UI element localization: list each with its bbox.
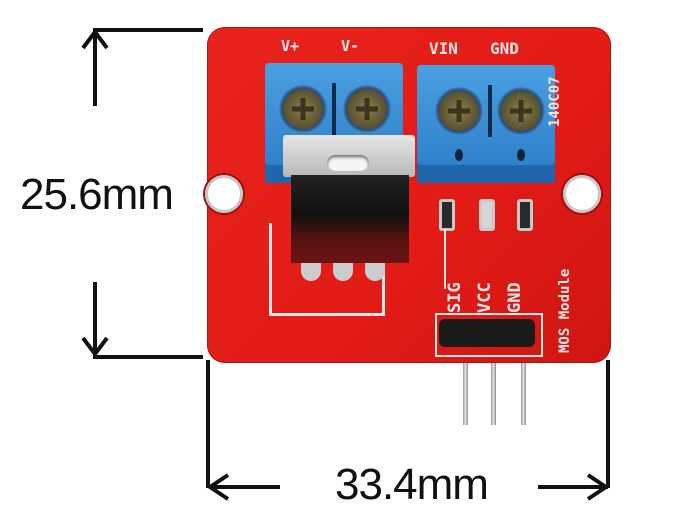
pin-label-vcc: VCC xyxy=(475,282,495,313)
batch-code: 140C07 xyxy=(547,76,563,127)
pin-vcc xyxy=(491,330,496,425)
mounting-slot xyxy=(327,155,369,171)
mounting-hole-right xyxy=(563,175,601,213)
up-arrow-icon xyxy=(81,28,109,50)
top-extension-line xyxy=(93,28,203,32)
terminal-divider xyxy=(332,83,336,135)
terminal-block-power xyxy=(417,65,555,183)
label-v-plus: V+ xyxy=(281,37,300,55)
down-arrow-icon xyxy=(81,336,109,358)
mosfet-heatsink-tab xyxy=(283,135,415,177)
left-arrow-shaft xyxy=(210,485,280,489)
mosfet-leg xyxy=(301,263,321,281)
right-arrow-shaft xyxy=(538,485,608,489)
bottom-extension-line xyxy=(93,355,203,359)
screw-icon xyxy=(343,85,391,133)
height-dimension: 25.6mm xyxy=(0,0,203,370)
label-v-minus: V- xyxy=(341,37,360,55)
resistor xyxy=(439,199,455,231)
pin-sig xyxy=(463,330,468,425)
header-outline xyxy=(435,313,543,357)
up-arrow-shaft xyxy=(93,32,97,106)
width-label: 33.4mm xyxy=(335,460,489,509)
down-arrow-shaft xyxy=(93,282,97,354)
pin-label-gnd: GND xyxy=(505,282,525,313)
pin-gnd xyxy=(521,330,526,425)
left-extension-line xyxy=(206,360,210,488)
width-dimension: 33.4mm xyxy=(200,360,620,516)
screw-icon xyxy=(279,85,327,133)
terminal-hole xyxy=(455,149,463,161)
mosfet-leg xyxy=(333,263,353,281)
label-gnd-terminal: GND xyxy=(490,39,519,58)
terminal-divider xyxy=(488,85,492,137)
pin-header xyxy=(439,319,535,347)
mosfet-leg xyxy=(365,263,385,281)
module-name: MOS Module xyxy=(557,268,573,353)
right-extension-line xyxy=(606,360,610,488)
mosfet-transistor xyxy=(291,175,409,263)
height-label: 25.6mm xyxy=(20,170,174,219)
left-arrow-icon xyxy=(206,473,230,501)
led xyxy=(479,199,495,231)
resistor xyxy=(517,199,533,231)
trace-line xyxy=(444,229,446,289)
pin-label-sig: SIG xyxy=(445,282,465,313)
mos-module-board: V+ V- VIN GND 140C07 SIG VCC GND MOS Mod… xyxy=(205,27,611,363)
screw-icon xyxy=(497,87,545,135)
label-vin: VIN xyxy=(429,39,458,58)
terminal-hole xyxy=(517,149,525,161)
screw-icon xyxy=(435,87,483,135)
right-arrow-icon xyxy=(586,473,610,501)
mounting-hole-left xyxy=(205,175,243,213)
